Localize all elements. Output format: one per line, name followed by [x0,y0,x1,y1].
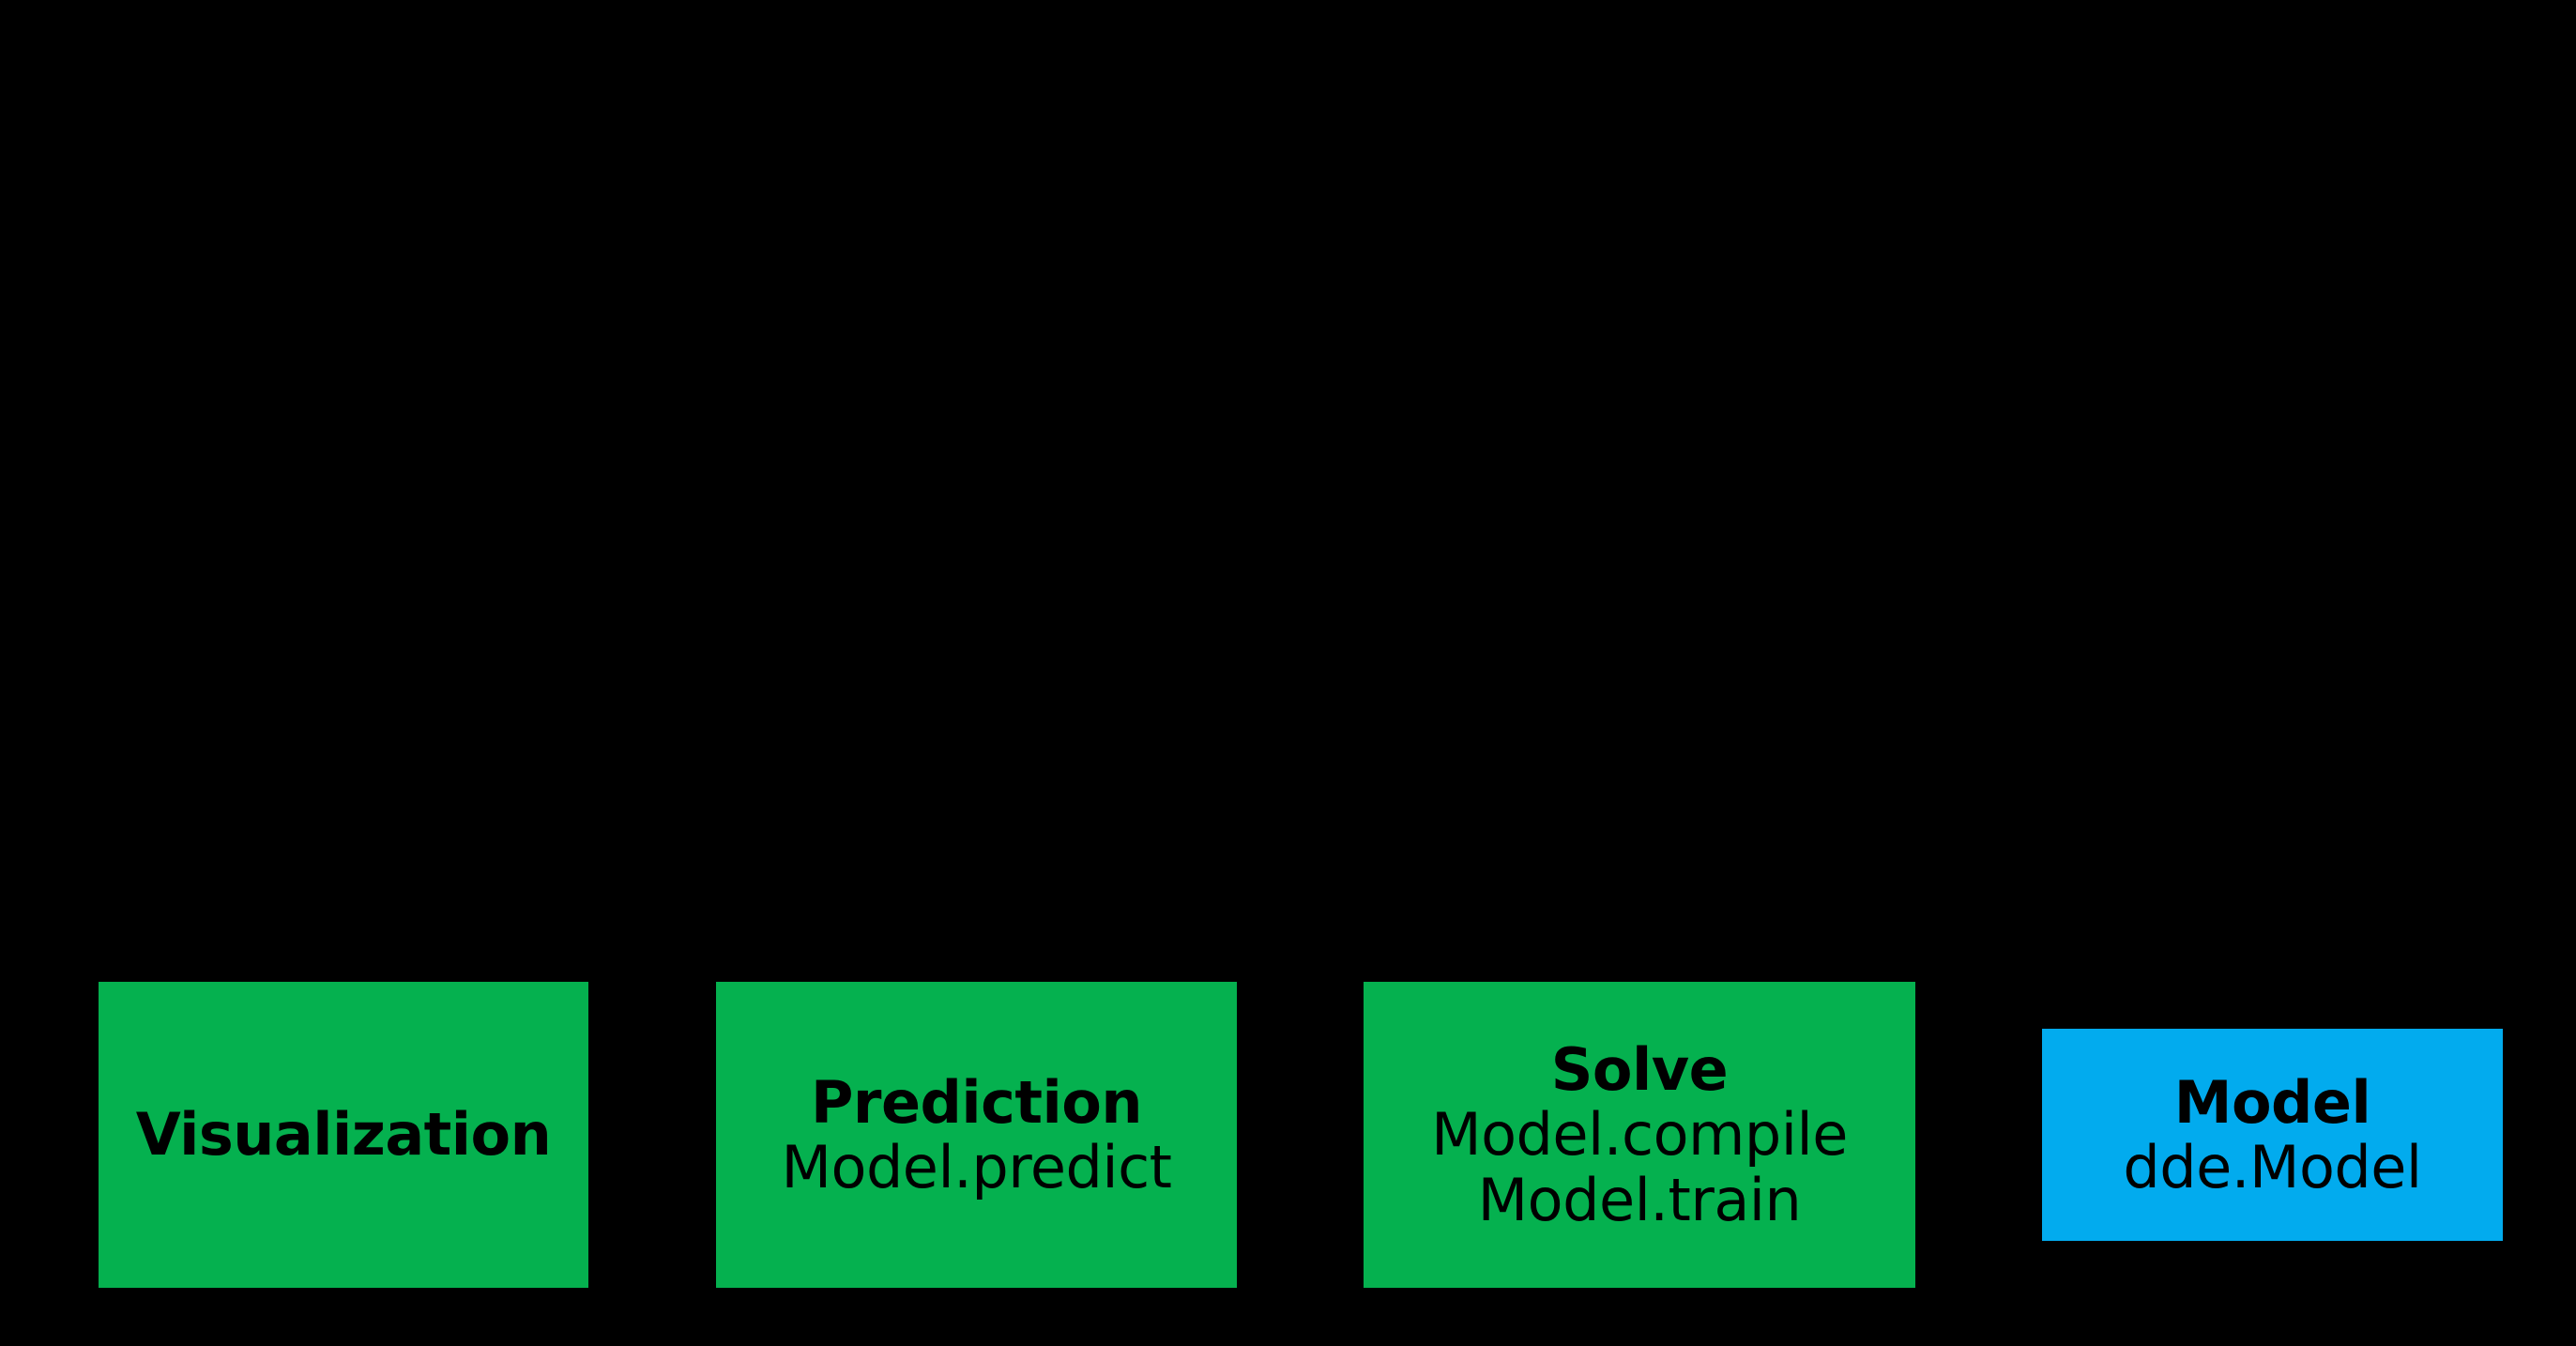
block-prediction-subtitle: Model.predict [781,1133,1172,1201]
block-visualization[interactable]: Visualization [99,982,588,1288]
block-solve-subtitle-compile: Model.compile [1431,1100,1848,1170]
block-model-subtitle: dde.Model [2123,1133,2422,1201]
block-model[interactable]: Model dde.Model [2042,1029,2503,1241]
block-model-title: Model [2173,1067,2371,1137]
block-solve-title: Solve [1550,1034,1729,1104]
block-prediction-title: Prediction [810,1067,1143,1137]
block-solve-subtitle-train: Model.train [1477,1165,1802,1234]
block-solve[interactable]: Solve Model.compile Model.train [1364,982,1915,1288]
block-visualization-title: Visualization [135,1100,552,1170]
block-prediction[interactable]: Prediction Model.predict [716,982,1237,1288]
